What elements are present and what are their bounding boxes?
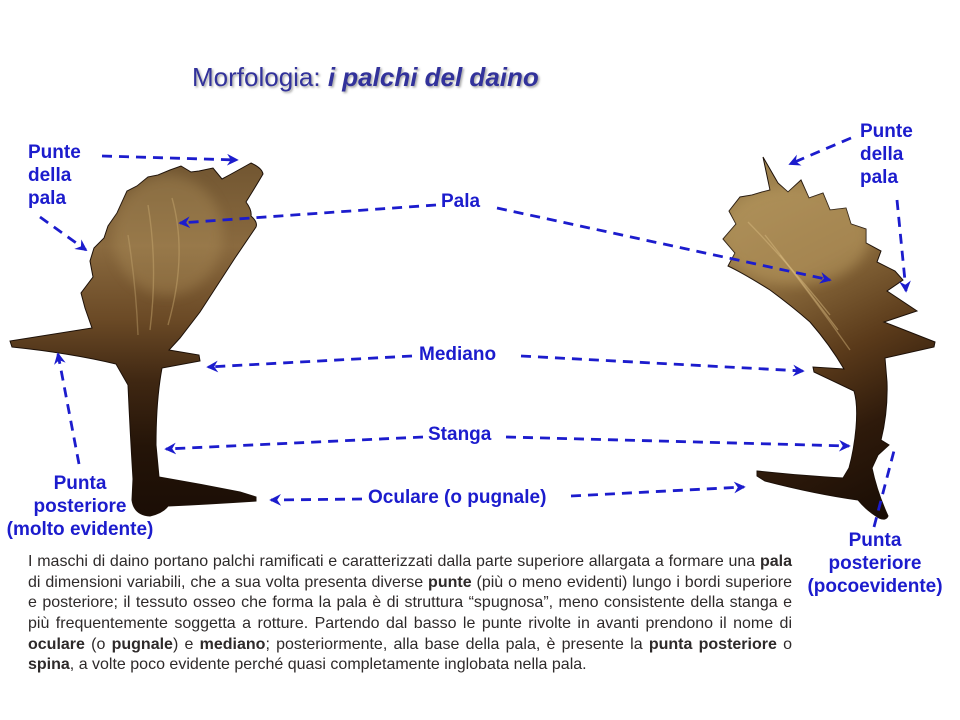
arrow-mediano-to-right bbox=[520, 354, 805, 377]
arrow-stanga-to-right bbox=[505, 435, 851, 452]
page-title: Morfologia: i palchi del daino bbox=[192, 62, 539, 93]
palm-highlight bbox=[723, 185, 870, 285]
label-punte-della-pala-left: Punte della pala bbox=[28, 142, 81, 210]
label-punta-posteriore-molto-evidente: Punta posteriore (molto evidente) bbox=[6, 473, 154, 541]
arrow-punta-posteriore-right bbox=[872, 446, 897, 528]
label-pala: Pala bbox=[441, 191, 481, 212]
title-prefix: Morfologia: bbox=[192, 62, 328, 92]
arrow-pala-to-left bbox=[178, 203, 437, 229]
callout-arrows bbox=[39, 136, 911, 528]
arrow-mediano-to-left bbox=[206, 354, 413, 373]
arrow-pala-to-right bbox=[496, 206, 832, 284]
arrow-punte-pala-left-side bbox=[39, 215, 88, 252]
description-paragraph: I maschi di daino portano palchi ramific… bbox=[28, 553, 793, 674]
palm-highlight bbox=[113, 175, 223, 295]
arrow-punte-pala-left-top bbox=[101, 153, 239, 166]
arrow-punte-pala-right-side bbox=[895, 199, 911, 293]
label-oculare: Oculare (o pugnale) bbox=[368, 487, 547, 508]
label-punta-posteriore-poco-evidente: Punta posteriore (pocoevidente) bbox=[807, 530, 943, 598]
arrow-punte-pala-right-top bbox=[788, 136, 852, 166]
arrow-oculare-to-right bbox=[570, 481, 746, 498]
label-mediano: Mediano bbox=[419, 344, 497, 365]
arrow-punta-posteriore-left bbox=[54, 352, 81, 465]
title-emphasis: i palchi del daino bbox=[327, 62, 539, 92]
right-antler-image bbox=[722, 156, 936, 520]
arrow-stanga-to-left bbox=[164, 435, 424, 455]
left-antler-image bbox=[9, 162, 264, 517]
arrow-oculare-to-left bbox=[269, 494, 363, 506]
label-punte-della-pala-right: Punte della pala bbox=[860, 121, 913, 189]
label-stanga: Stanga bbox=[428, 424, 492, 445]
